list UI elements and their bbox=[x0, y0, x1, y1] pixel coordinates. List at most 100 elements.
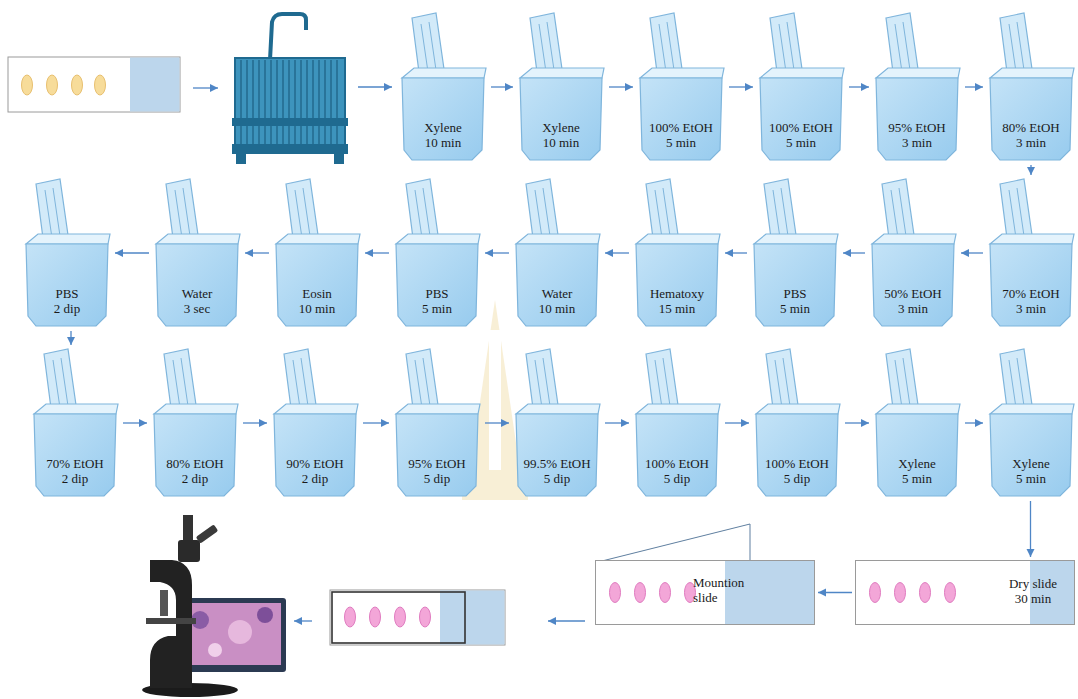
slide-step: Mountion slide bbox=[595, 560, 815, 625]
jar-rim bbox=[396, 404, 480, 414]
stained-section bbox=[610, 583, 621, 603]
staining-step: 95% EtOH5 dip bbox=[392, 348, 482, 498]
flow-arrow bbox=[363, 422, 389, 423]
step-name: Water bbox=[152, 286, 242, 301]
step-time: 5 min bbox=[756, 135, 846, 150]
step-name: PBS bbox=[22, 286, 112, 301]
lid-slot bbox=[655, 360, 662, 408]
step-name: Water bbox=[512, 286, 602, 301]
lid-slot bbox=[535, 360, 542, 408]
staining-step: PBS5 min bbox=[750, 178, 840, 328]
flow-arrow bbox=[123, 422, 147, 423]
lid-slot bbox=[787, 22, 794, 70]
jar-rim bbox=[516, 404, 600, 414]
flow-arrow bbox=[725, 252, 747, 253]
slide-rack bbox=[232, 14, 348, 164]
coverslip-edge bbox=[332, 592, 465, 643]
staining-step: 80% EtOH2 dip bbox=[150, 348, 240, 498]
step-name: 70% EtOH bbox=[986, 286, 1076, 301]
jar-rim bbox=[156, 234, 240, 244]
step-text: Xylene5 min bbox=[872, 456, 962, 486]
step-name: 70% EtOH bbox=[30, 456, 120, 471]
flow-arrow bbox=[70, 331, 71, 345]
staining-step: Xylene5 min bbox=[986, 348, 1076, 498]
flow-arrow bbox=[965, 422, 983, 423]
step-time: 5 min bbox=[872, 471, 962, 486]
lid-slot bbox=[667, 22, 674, 70]
staining-step: 100% EtOH5 min bbox=[756, 12, 846, 162]
lid-slot bbox=[1017, 358, 1024, 406]
tissue-section bbox=[22, 75, 33, 95]
jar-rim bbox=[876, 68, 960, 78]
rack-foot bbox=[232, 144, 348, 154]
flow-arrow bbox=[485, 422, 509, 423]
lid-slot bbox=[895, 24, 902, 72]
flow-arrow bbox=[365, 252, 389, 253]
step-text: 90% EtOH2 dip bbox=[270, 456, 360, 486]
step-text: Eosin10 min bbox=[272, 286, 362, 316]
step-name: 90% EtOH bbox=[270, 456, 360, 471]
lid-slot bbox=[421, 24, 428, 72]
step-time: 2 dip bbox=[150, 471, 240, 486]
scope-stage bbox=[146, 618, 196, 624]
lid-slot bbox=[415, 190, 422, 238]
step-text: 100% EtOH5 dip bbox=[632, 456, 722, 486]
flow-arrow bbox=[245, 252, 269, 253]
rack-leg bbox=[236, 154, 246, 164]
staining-step: 95% EtOH3 min bbox=[872, 12, 962, 162]
flow-arrow bbox=[548, 620, 585, 621]
screen-cell bbox=[208, 643, 222, 657]
step-name: 99.5% EtOH bbox=[512, 456, 602, 471]
lid-slot bbox=[663, 188, 670, 236]
lid-slot bbox=[53, 360, 60, 408]
stained-section bbox=[635, 583, 646, 603]
step-name: Xylene bbox=[516, 120, 606, 135]
stained-section bbox=[345, 607, 356, 627]
flow-arrow bbox=[193, 87, 218, 88]
lid-slot bbox=[301, 358, 308, 406]
lid-slot bbox=[53, 188, 60, 236]
jar-rim bbox=[34, 404, 118, 414]
slide-glass bbox=[596, 561, 815, 625]
lid-slot bbox=[903, 22, 910, 70]
lid-slot bbox=[543, 188, 550, 236]
staining-step: 70% EtOH2 dip bbox=[30, 348, 120, 498]
tissue-section bbox=[47, 75, 58, 95]
step-time: 3 min bbox=[868, 301, 958, 316]
step-text: Xylene10 min bbox=[516, 120, 606, 150]
flow-arrow bbox=[845, 422, 869, 423]
flow-arrow bbox=[961, 252, 983, 253]
monitor-screen bbox=[183, 603, 281, 665]
tissue-section bbox=[72, 75, 83, 95]
staining-step: PBS5 min bbox=[392, 178, 482, 328]
step-text: 70% EtOH3 min bbox=[986, 286, 1076, 316]
step-time: 5 min bbox=[750, 301, 840, 316]
flow-arrow bbox=[243, 422, 267, 423]
stained-section bbox=[660, 583, 671, 603]
flow-arrow bbox=[729, 86, 753, 87]
step-time: 5 min bbox=[986, 471, 1076, 486]
lid-slot bbox=[659, 24, 666, 72]
scope-objective bbox=[160, 590, 168, 616]
step-text: Hematoxy15 min bbox=[632, 286, 722, 316]
step-text: Xylene10 min bbox=[398, 120, 488, 150]
flow-arrow bbox=[609, 86, 633, 87]
slide-step: Dry slide30 min bbox=[855, 560, 1075, 625]
jar-rim bbox=[154, 404, 238, 414]
stained-section bbox=[895, 583, 906, 603]
monitor-frame bbox=[178, 598, 286, 672]
lid-slot bbox=[1009, 24, 1016, 72]
lid-slot bbox=[61, 358, 68, 406]
lid-slot bbox=[1009, 360, 1016, 408]
step-text: PBS5 min bbox=[392, 286, 482, 316]
jar-rim bbox=[396, 234, 480, 244]
lid-slot bbox=[539, 24, 546, 72]
jar-rim bbox=[754, 234, 838, 244]
lid-slot bbox=[303, 188, 310, 236]
jar-rim bbox=[990, 68, 1074, 78]
step-text: Water3 sec bbox=[152, 286, 242, 316]
lid-slot bbox=[891, 190, 898, 238]
step-text: 70% EtOH2 dip bbox=[30, 456, 120, 486]
staining-step: Xylene10 min bbox=[398, 12, 488, 162]
lid-slot bbox=[1017, 22, 1024, 70]
